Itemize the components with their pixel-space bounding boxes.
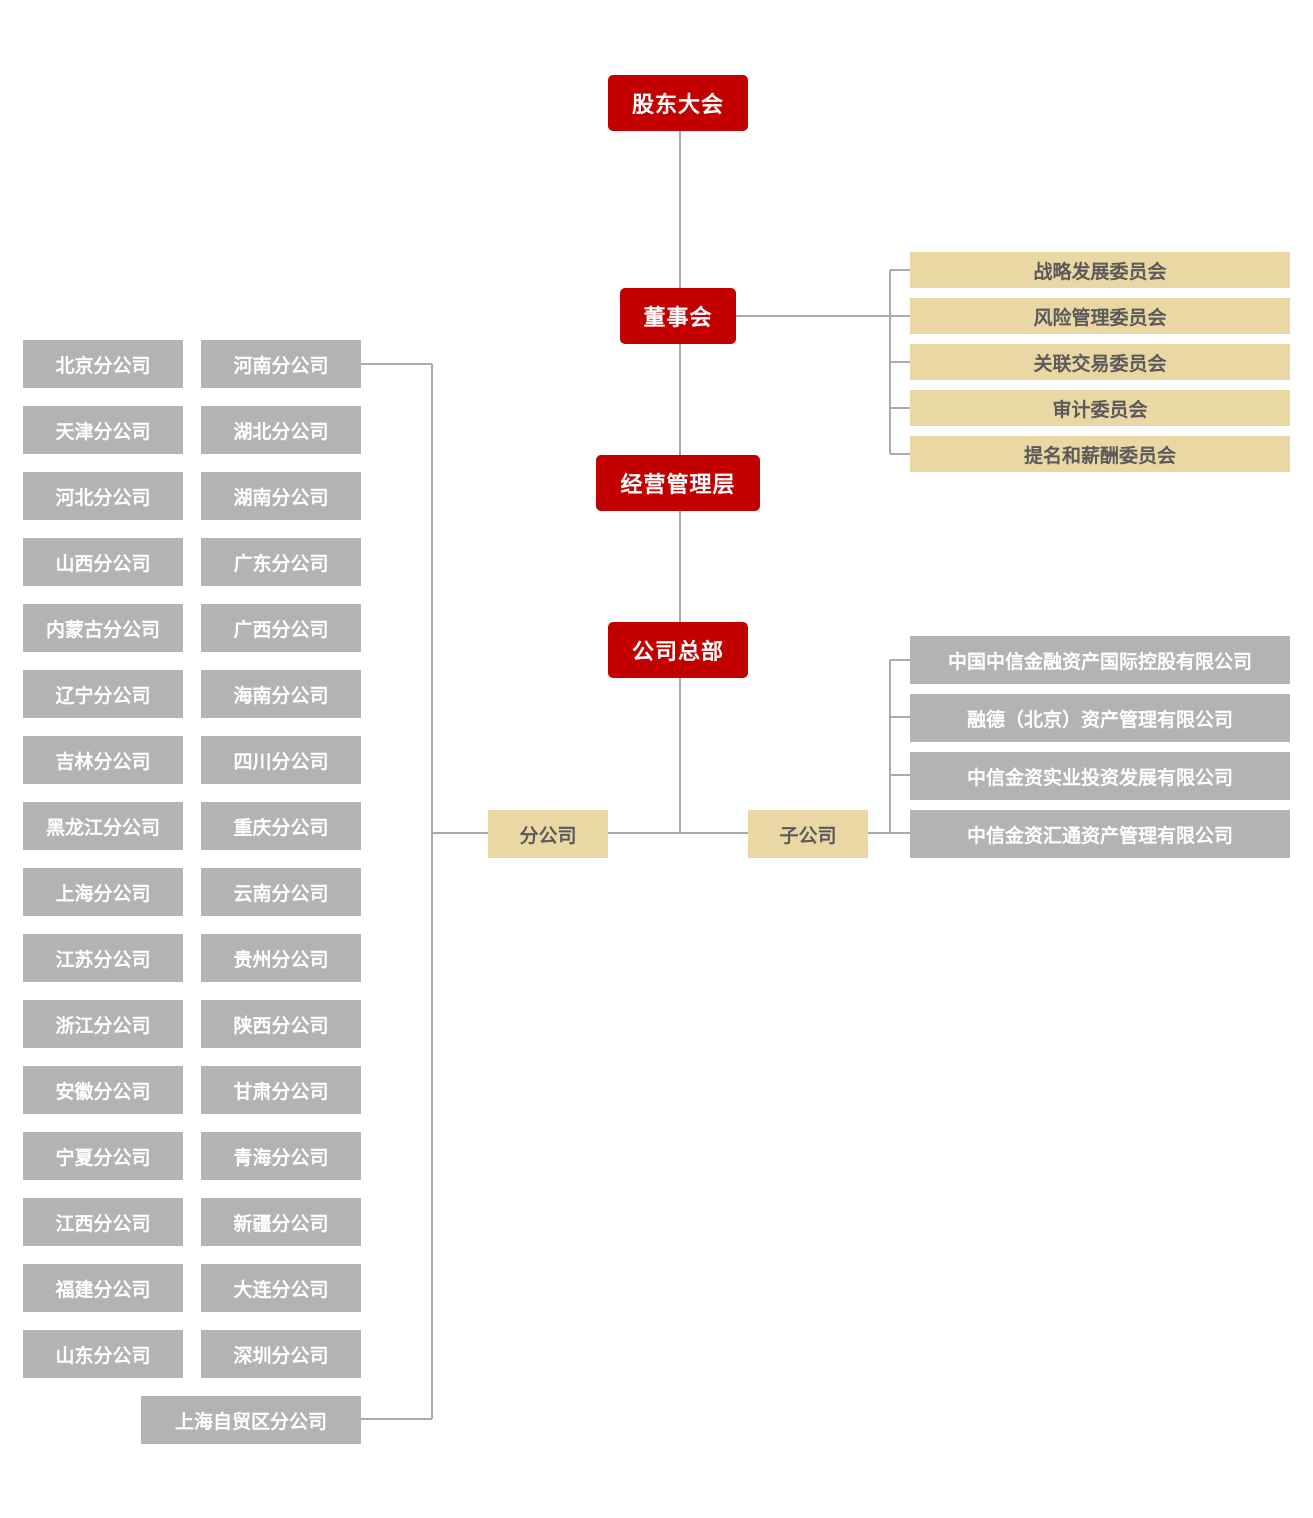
branch-item: 河南分公司 <box>201 340 361 388</box>
branch-item: 河北分公司 <box>23 472 183 520</box>
branch-item: 吉林分公司 <box>23 736 183 784</box>
branch-item-free-trade-zone: 上海自贸区分公司 <box>141 1396 361 1444</box>
branch-item: 陕西分公司 <box>201 1000 361 1048</box>
subsidiary-group-node: 子公司 <box>748 810 868 858</box>
branch-item: 新疆分公司 <box>201 1198 361 1246</box>
branch-item: 青海分公司 <box>201 1132 361 1180</box>
branch-item: 辽宁分公司 <box>23 670 183 718</box>
branch-item: 山西分公司 <box>23 538 183 586</box>
branch-item: 湖南分公司 <box>201 472 361 520</box>
subsidiary-item: 中国中信金融资产国际控股有限公司 <box>910 636 1290 684</box>
branch-item: 宁夏分公司 <box>23 1132 183 1180</box>
branch-item: 广西分公司 <box>201 604 361 652</box>
board-of-directors-node: 董事会 <box>620 288 736 344</box>
committee-strategy: 战略发展委员会 <box>910 252 1290 288</box>
branch-item: 江西分公司 <box>23 1198 183 1246</box>
branch-item: 安徽分公司 <box>23 1066 183 1114</box>
branch-item: 上海分公司 <box>23 868 183 916</box>
management-node: 经营管理层 <box>596 455 760 511</box>
shareholders-meeting-node: 股东大会 <box>608 75 748 131</box>
branch-item: 天津分公司 <box>23 406 183 454</box>
headquarters-node: 公司总部 <box>608 622 748 678</box>
branch-item: 黑龙江分公司 <box>23 802 183 850</box>
branch-item: 北京分公司 <box>23 340 183 388</box>
branch-item: 内蒙古分公司 <box>23 604 183 652</box>
branch-item: 云南分公司 <box>201 868 361 916</box>
branch-group-node: 分公司 <box>488 810 608 858</box>
branch-item: 山东分公司 <box>23 1330 183 1378</box>
branch-item: 江苏分公司 <box>23 934 183 982</box>
committee-risk: 风险管理委员会 <box>910 298 1290 334</box>
committee-audit: 审计委员会 <box>910 390 1290 426</box>
branch-item: 甘肃分公司 <box>201 1066 361 1114</box>
committee-nomination: 提名和薪酬委员会 <box>910 436 1290 472</box>
subsidiary-item: 中信金资汇通资产管理有限公司 <box>910 810 1290 858</box>
branch-item: 浙江分公司 <box>23 1000 183 1048</box>
branch-item: 大连分公司 <box>201 1264 361 1312</box>
branch-item: 福建分公司 <box>23 1264 183 1312</box>
subsidiary-item: 中信金资实业投资发展有限公司 <box>910 752 1290 800</box>
branch-item: 重庆分公司 <box>201 802 361 850</box>
branch-item: 深圳分公司 <box>201 1330 361 1378</box>
subsidiary-item: 融德（北京）资产管理有限公司 <box>910 694 1290 742</box>
branch-item: 贵州分公司 <box>201 934 361 982</box>
branch-item: 四川分公司 <box>201 736 361 784</box>
committee-related-transactions: 关联交易委员会 <box>910 344 1290 380</box>
branch-item: 广东分公司 <box>201 538 361 586</box>
branch-item: 海南分公司 <box>201 670 361 718</box>
branch-item: 湖北分公司 <box>201 406 361 454</box>
